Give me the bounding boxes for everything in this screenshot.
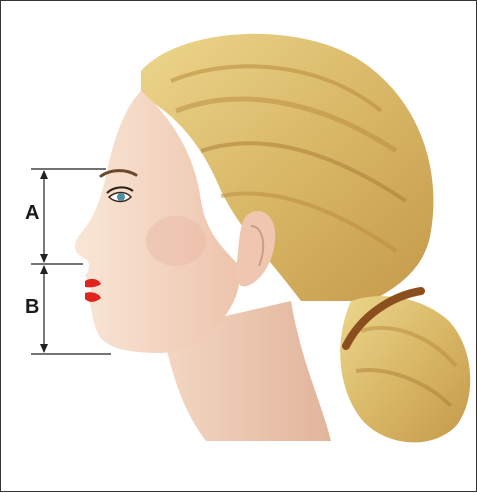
arrow-a-top — [40, 170, 48, 179]
arrow-b-top — [40, 265, 48, 274]
measurement-label-b: B — [25, 297, 39, 317]
arrow-a-bottom — [40, 254, 48, 263]
arrow-b-bottom — [40, 344, 48, 353]
measurement-label-a: A — [25, 203, 39, 223]
